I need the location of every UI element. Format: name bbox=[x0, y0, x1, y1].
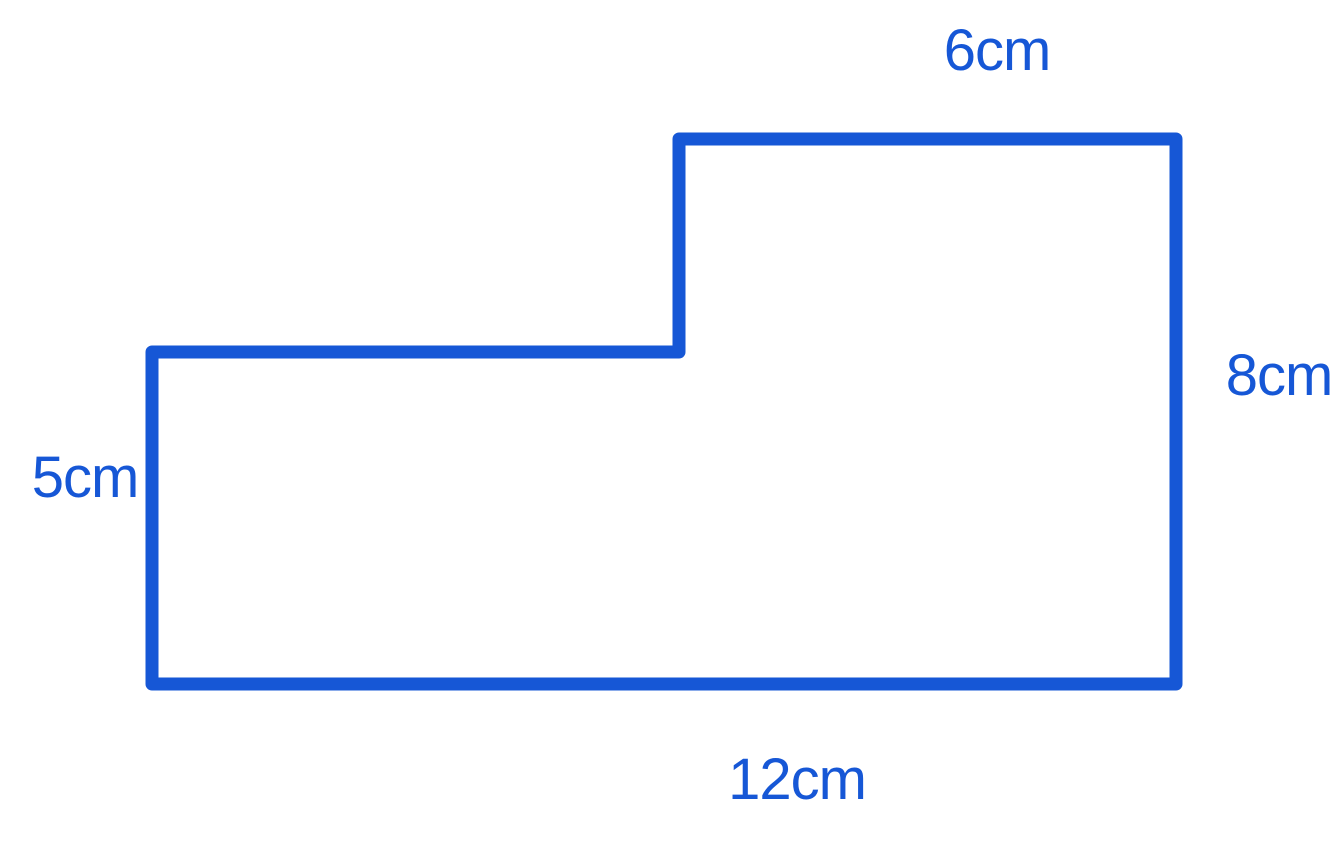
composite-shape-outline bbox=[145, 132, 1183, 691]
right-height-label: 8cm bbox=[1226, 343, 1333, 408]
top-width-label: 6cm bbox=[944, 18, 1051, 83]
left-height-label: 5cm bbox=[32, 445, 139, 510]
bottom-width-label: 12cm bbox=[728, 747, 866, 812]
